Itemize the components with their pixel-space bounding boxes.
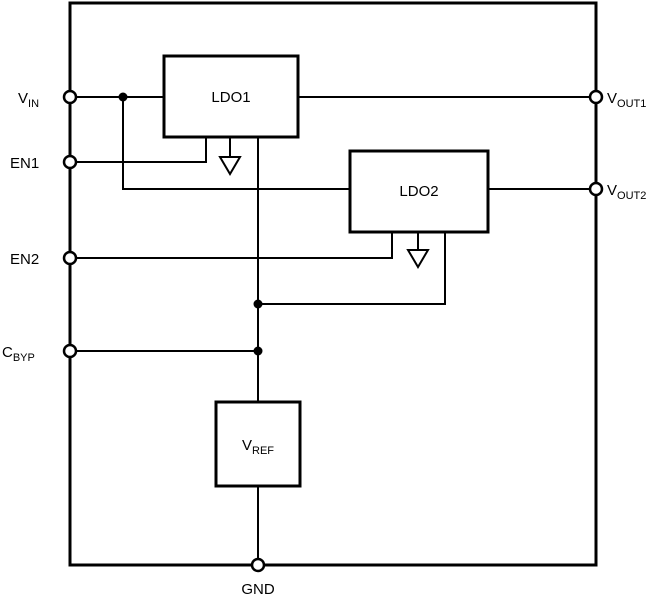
pin-vout2-label: VOUT2 bbox=[607, 182, 646, 202]
chip-outline bbox=[68, 1, 598, 567]
block-vref: VREF bbox=[214, 400, 302, 488]
block-ldo1-label: LDO1 bbox=[211, 89, 250, 106]
junction-dot bbox=[118, 92, 128, 102]
block-ldo2-label: LDO2 bbox=[399, 183, 438, 200]
pin-vout2 bbox=[588, 181, 604, 197]
pin-en1-label: EN1 bbox=[10, 155, 39, 172]
pin-en2 bbox=[62, 250, 78, 266]
pin-gnd bbox=[250, 557, 266, 573]
wire-en1 bbox=[70, 137, 207, 163]
wire-vin-ldo2 bbox=[122, 97, 350, 190]
ground-icon bbox=[218, 156, 242, 176]
pin-en2-label: EN2 bbox=[10, 251, 39, 268]
block-vref-label: VREF bbox=[242, 437, 274, 457]
pin-en1 bbox=[62, 154, 78, 170]
junction-dot bbox=[253, 299, 263, 309]
pin-cbyp-label: CBYP bbox=[2, 344, 35, 364]
wire-ldo2-ref bbox=[258, 232, 446, 305]
block-ldo2: LDO2 bbox=[348, 149, 490, 234]
pin-vin-label: VIN bbox=[18, 90, 39, 110]
junction-dot bbox=[253, 346, 263, 356]
wires bbox=[70, 96, 596, 565]
pin-vout1-label: VOUT1 bbox=[607, 90, 646, 110]
block-ldo1: LDO1 bbox=[162, 54, 300, 139]
pin-gnd-label: GND bbox=[241, 581, 275, 598]
pin-vout1 bbox=[588, 89, 604, 105]
wire-en2 bbox=[70, 232, 393, 259]
ground-icon bbox=[406, 249, 430, 269]
pin-vin bbox=[62, 89, 78, 105]
pin-cbyp bbox=[62, 343, 78, 359]
